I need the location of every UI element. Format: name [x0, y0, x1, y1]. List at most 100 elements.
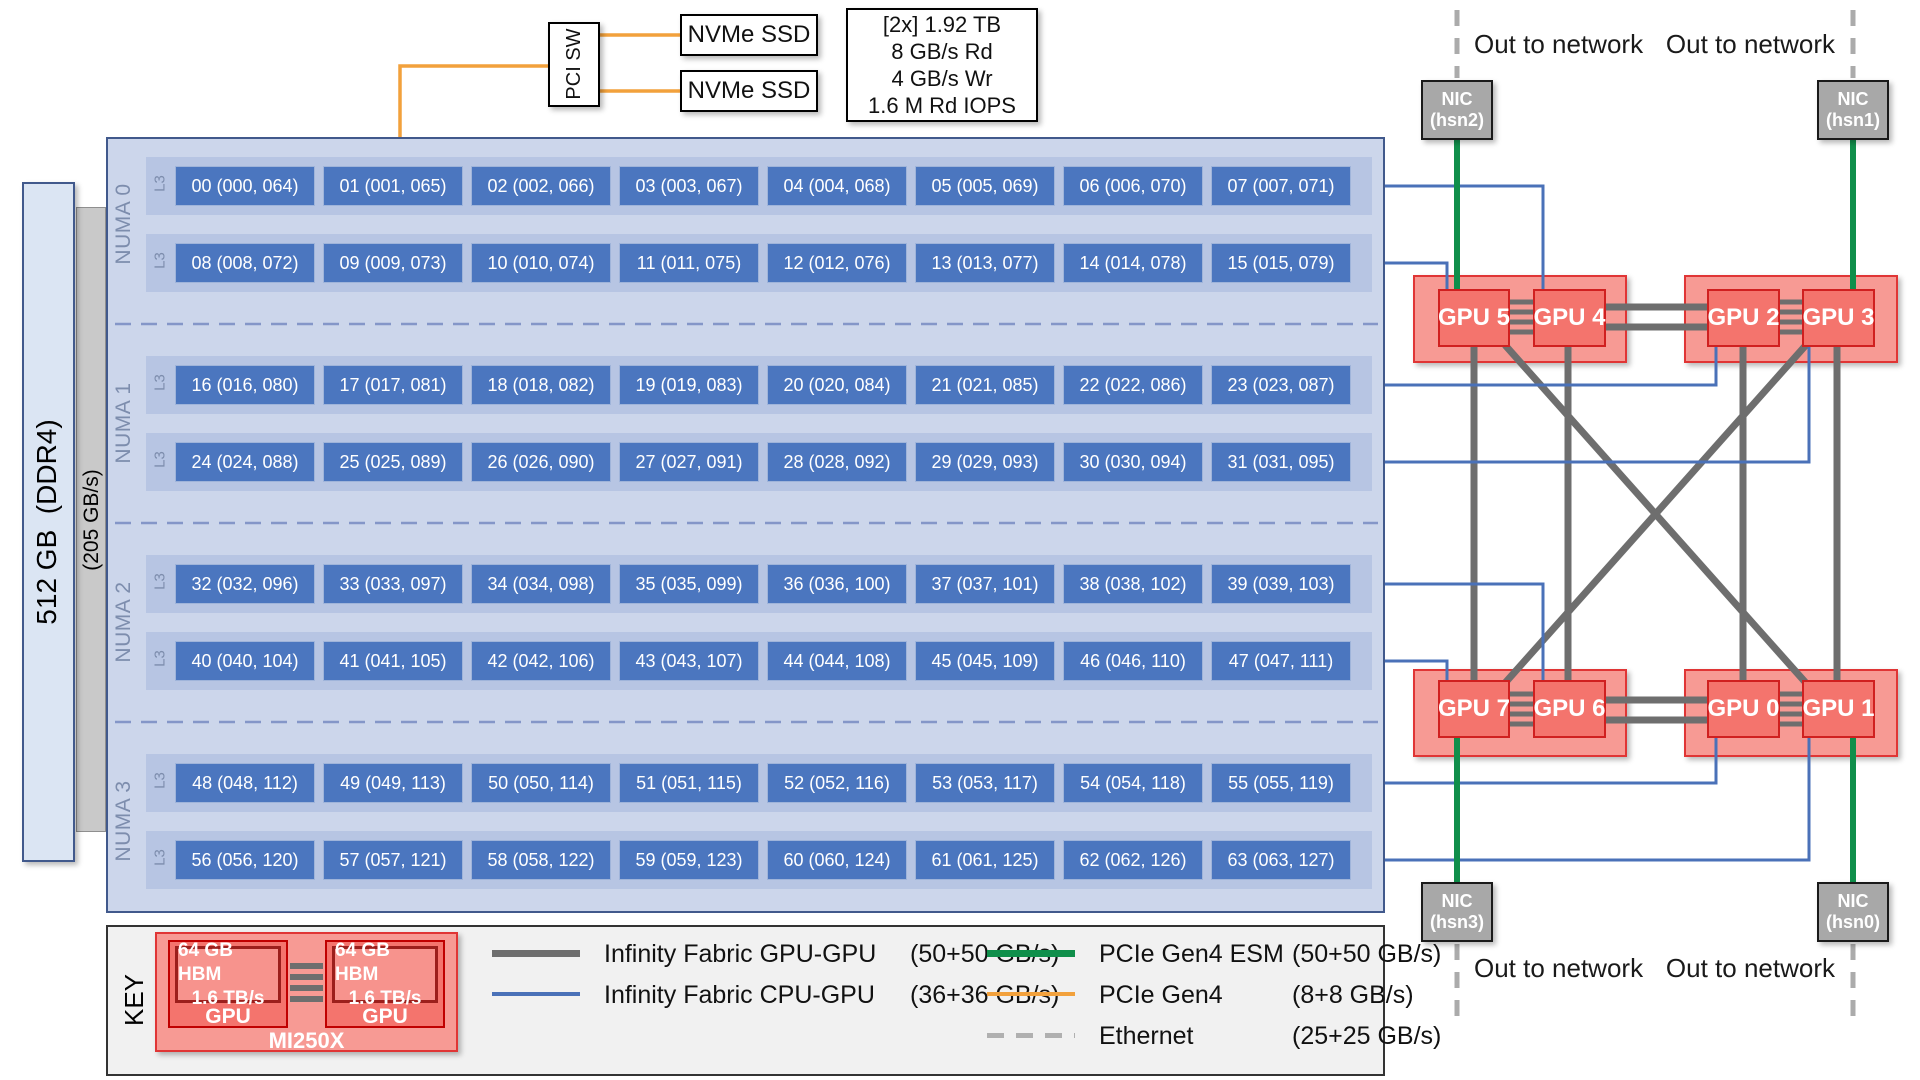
memory-bandwidth-label: (205 GB/s)	[80, 469, 103, 571]
core-box-18: 18 (018, 082)	[471, 365, 611, 405]
legend-swatch-if-gpu-gpu	[492, 950, 580, 957]
core-box-58: 58 (058, 122)	[471, 840, 611, 880]
core-box-49: 49 (049, 113)	[323, 763, 463, 803]
core-box-33: 33 (033, 097)	[323, 564, 463, 604]
numa3-label: NUMA 3	[112, 780, 135, 862]
pci-switch	[548, 22, 600, 107]
core-box-42: 42 (042, 106)	[471, 641, 611, 681]
core-box-15: 15 (015, 079)	[1211, 243, 1351, 283]
core-row-7: L3 56 (056, 120) 57 (057, 121) 58 (058, …	[146, 831, 1372, 889]
nic-hsn3: NIC(hsn3)	[1421, 882, 1493, 942]
core-row-5: L3 40 (040, 104) 41 (041, 105) 42 (042, …	[146, 632, 1372, 690]
core-box-39: 39 (039, 103)	[1211, 564, 1351, 604]
core-box-60: 60 (060, 124)	[767, 840, 907, 880]
core-box-09: 09 (009, 073)	[323, 243, 463, 283]
spec-line-read: 8 GB/s Rd	[891, 39, 993, 64]
if-link-gpu5-gpu1-diagonal	[1502, 342, 1809, 686]
legend-swatch-if-cpu-gpu	[492, 992, 580, 996]
gpu-3: GPU 3	[1802, 289, 1875, 347]
core-box-37: 37 (037, 101)	[915, 564, 1055, 604]
core-box-46: 46 (046, 110)	[1063, 641, 1203, 681]
key-mi250x-label: MI250X	[268, 1028, 345, 1053]
cpu-gpu4-link	[1385, 184, 1545, 289]
numa1-label: NUMA 1	[112, 382, 135, 464]
spec-line-write: 4 GB/s Wr	[891, 66, 993, 91]
gpu-7: GPU 7	[1438, 680, 1510, 738]
l3-cache-label: L3	[151, 650, 169, 667]
key-gpu-right-label: GPU	[362, 1005, 408, 1028]
core-box-06: 06 (006, 070)	[1063, 166, 1203, 206]
core-row-0: L3 00 (000, 064) 01 (001, 065) 02 (002, …	[146, 157, 1372, 215]
core-box-02: 02 (002, 066)	[471, 166, 611, 206]
core-box-55: 55 (055, 119)	[1211, 763, 1351, 803]
core-box-40: 40 (040, 104)	[175, 641, 315, 681]
gpu-6: GPU 6	[1533, 680, 1606, 738]
l3-cache-label: L3	[151, 772, 169, 789]
core-box-28: 28 (028, 092)	[767, 442, 907, 482]
key-hbm-right: 64 GB HBM 1.6 TB/s	[332, 940, 438, 1009]
l3-cache-label: L3	[151, 849, 169, 866]
core-box-20: 20 (020, 084)	[767, 365, 907, 405]
core-box-04: 04 (004, 068)	[767, 166, 907, 206]
core-row-2: L3 16 (016, 080) 17 (017, 081) 18 (018, …	[146, 356, 1372, 414]
out-to-network-top-left: Out to network	[1474, 29, 1644, 59]
gpu-5: GPU 5	[1438, 289, 1510, 347]
legend-label-pcie-gen4: PCIe Gen4	[1099, 981, 1223, 1009]
core-row-6: L3 48 (048, 112) 49 (049, 113) 50 (050, …	[146, 754, 1372, 812]
core-row-4: L3 32 (032, 096) 33 (033, 097) 34 (034, …	[146, 555, 1372, 613]
cpu-gpu3-link	[1385, 347, 1811, 464]
nic-hsn2: NIC(hsn2)	[1421, 80, 1493, 140]
gpu-0: GPU 0	[1707, 680, 1780, 738]
core-box-22: 22 (022, 086)	[1063, 365, 1203, 405]
core-box-36: 36 (036, 100)	[767, 564, 907, 604]
legend-swatch-ethernet	[987, 1033, 1075, 1038]
spec-line-capacity: [2x] 1.92 TB	[882, 12, 1002, 37]
gpu-1: GPU 1	[1802, 680, 1875, 738]
core-box-34: 34 (034, 098)	[471, 564, 611, 604]
l3-cache-label: L3	[151, 451, 169, 468]
legend-label-if-cpu-gpu: Infinity Fabric CPU-GPU	[604, 981, 875, 1009]
core-box-13: 13 (013, 077)	[915, 243, 1055, 283]
core-box-30: 30 (030, 094)	[1063, 442, 1203, 482]
core-box-11: 11 (011, 075)	[619, 243, 759, 283]
core-box-50: 50 (050, 114)	[471, 763, 611, 803]
ddr4-memory	[22, 182, 75, 862]
core-box-63: 63 (063, 127)	[1211, 840, 1351, 880]
core-box-19: 19 (019, 083)	[619, 365, 759, 405]
core-box-44: 44 (044, 108)	[767, 641, 907, 681]
core-box-03: 03 (003, 067)	[619, 166, 759, 206]
numa0-label: NUMA 0	[112, 183, 135, 265]
key-title: KEY	[119, 973, 149, 1027]
legend-label-ethernet: Ethernet	[1099, 1022, 1194, 1050]
l3-cache-label: L3	[151, 374, 169, 391]
core-box-07: 07 (007, 071)	[1211, 166, 1351, 206]
legend-swatch-pcie-gen4	[987, 992, 1075, 996]
l3-cache-label: L3	[151, 573, 169, 590]
core-box-21: 21 (021, 085)	[915, 365, 1055, 405]
pcie-cpu-to-pcisw	[398, 64, 548, 137]
nic-hsn1: NIC(hsn1)	[1817, 80, 1889, 140]
l3-cache-label: L3	[151, 252, 169, 269]
legend-label-pcie-esm: PCIe Gen4 ESM	[1099, 940, 1284, 968]
core-box-05: 05 (005, 069)	[915, 166, 1055, 206]
core-box-23: 23 (023, 087)	[1211, 365, 1351, 405]
cpu-gpu6-link	[1385, 582, 1545, 680]
core-box-01: 01 (001, 065)	[323, 166, 463, 206]
core-box-51: 51 (051, 115)	[619, 763, 759, 803]
memory-bandwidth-bar	[76, 207, 106, 832]
core-box-26: 26 (026, 090)	[471, 442, 611, 482]
gpu-4: GPU 4	[1533, 289, 1606, 347]
spec-line-iops: 1.6 M Rd IOPS	[868, 93, 1016, 118]
core-box-17: 17 (017, 081)	[323, 365, 463, 405]
core-box-59: 59 (059, 123)	[619, 840, 759, 880]
core-box-61: 61 (061, 125)	[915, 840, 1055, 880]
nvme-ssd-1: NVMe SSD	[680, 14, 818, 56]
core-box-00: 00 (000, 064)	[175, 166, 315, 206]
legend-value-pcie-gen4: (8+8 GB/s)	[1292, 981, 1414, 1009]
core-box-10: 10 (010, 074)	[471, 243, 611, 283]
core-box-12: 12 (012, 076)	[767, 243, 907, 283]
legend-value-pcie-esm: (50+50 GB/s)	[1292, 940, 1442, 968]
core-box-14: 14 (014, 078)	[1063, 243, 1203, 283]
key-hbm-left: 64 GB HBM 1.6 TB/s	[175, 940, 281, 1009]
key-gpu-left-label: GPU	[205, 1005, 251, 1028]
